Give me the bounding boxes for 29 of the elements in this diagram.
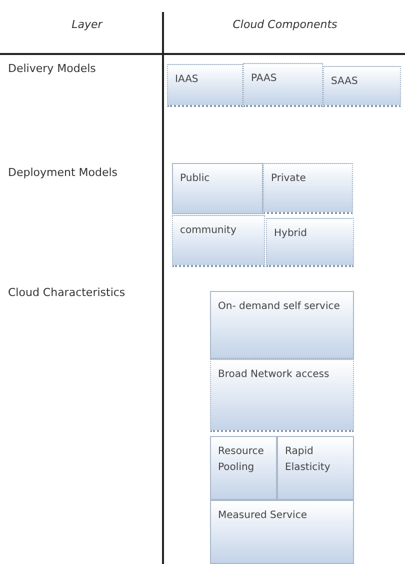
- layer-label: Cloud Characteristics: [8, 286, 126, 300]
- component-box: [277, 436, 354, 500]
- component-label: On- demand self service: [218, 300, 341, 314]
- component-box: [210, 359, 354, 432]
- component-label: SAAS: [331, 75, 359, 89]
- column-header: Layer: [70, 18, 104, 32]
- column-header: Cloud Components: [232, 18, 338, 32]
- component-box: [243, 63, 323, 107]
- component-box: [210, 500, 354, 564]
- component-box: [266, 218, 354, 267]
- component-box: [172, 163, 263, 214]
- component-box: [167, 64, 243, 107]
- component-label: Public: [180, 172, 211, 186]
- component-label: IAAS: [175, 73, 200, 87]
- component-label: Resource Pooling: [218, 445, 265, 475]
- component-box: [210, 436, 277, 500]
- component-box: [210, 291, 354, 359]
- component-box: [172, 215, 265, 267]
- component-box: [263, 163, 353, 214]
- component-label: community: [180, 224, 238, 238]
- component-box: [323, 66, 401, 107]
- component-label: PAAS: [251, 72, 278, 86]
- component-label: Measured Service: [218, 509, 308, 523]
- layer-label: Delivery Models: [8, 62, 97, 76]
- layer-label: Deployment Models: [8, 166, 119, 180]
- component-label: Rapid Elasticity: [285, 445, 332, 475]
- component-label: Hybrid: [274, 227, 308, 241]
- component-label: Private: [271, 172, 307, 186]
- component-label: Broad Network access: [218, 368, 330, 382]
